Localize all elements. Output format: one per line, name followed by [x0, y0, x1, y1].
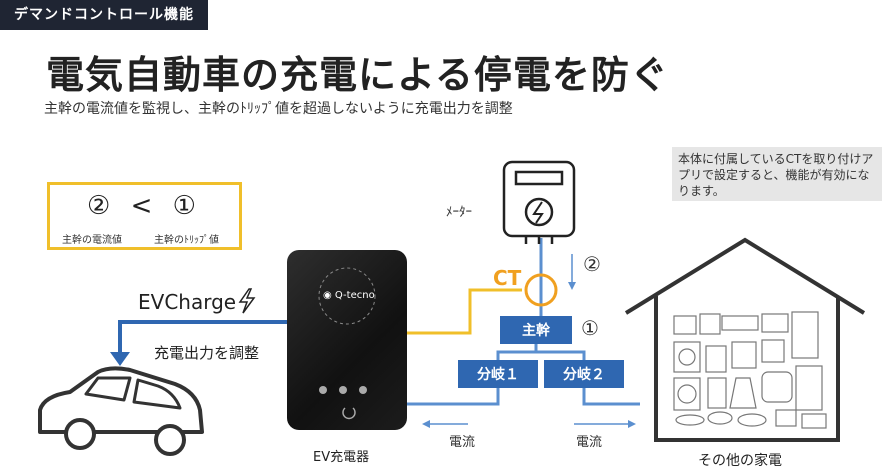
- branch1-charger-line: [407, 388, 500, 406]
- ct-ring: [524, 273, 558, 307]
- charger-ring-icon: [318, 267, 376, 420]
- charger-ct-line: [407, 288, 522, 335]
- feature-tag: デマンドコントロール機能: [0, 0, 208, 30]
- charger-car-line: [118, 320, 287, 355]
- legend-label-trip: 主幹のﾄﾘｯﾌﾟ値: [154, 235, 219, 246]
- home-appliances-label: その他の家電: [698, 453, 782, 469]
- ct-label: CT: [493, 266, 522, 290]
- evcharge-label: EVCharge: [138, 290, 237, 314]
- step1-marker: ①: [581, 316, 599, 340]
- meter-icon: [502, 160, 576, 244]
- current-flow-right-label: 電流: [576, 435, 603, 450]
- ev-charger-label: EV充電器: [313, 450, 370, 465]
- condition-legend: ② < ① 主幹の電流値 主幹のﾄﾘｯﾌﾟ値: [47, 182, 242, 250]
- main-breaker-box: 主幹: [500, 316, 572, 344]
- main-branch-line: [496, 344, 586, 360]
- lightning-icon: [238, 288, 256, 314]
- charger-logo: ◉ Q-tecno: [323, 290, 375, 301]
- branch2-house-line: [582, 388, 640, 406]
- condition-formula: ② < ①: [87, 191, 202, 221]
- page-title: 電気自動車の充電による停電を防ぐ: [46, 53, 669, 97]
- legend-label-current: 主幹の電流値: [62, 235, 122, 246]
- car-arrowhead: [110, 352, 130, 366]
- current-flow-left-label: 電流: [449, 435, 476, 450]
- branch2-box: 分岐２: [544, 360, 624, 388]
- setup-note: 本体に付属しているCTを取り付けアプリで設定すると、機能が有効になります。: [672, 147, 882, 201]
- car-icon: [38, 366, 204, 456]
- page-subtitle: 主幹の電流値を監視し、主幹のﾄﾘｯﾌﾟ値を超過しないように充電出力を調整: [44, 101, 513, 117]
- step2-marker: ②: [583, 252, 601, 276]
- meter-label: ﾒｰﾀｰ: [446, 205, 472, 220]
- ev-charger-device: ◉ Q-tecno: [287, 250, 407, 430]
- adjust-output-label: 充電出力を調整: [154, 344, 260, 362]
- house-outline: [624, 237, 866, 442]
- appliances-icon: [673, 311, 827, 429]
- branch1-box: 分岐１: [458, 360, 538, 388]
